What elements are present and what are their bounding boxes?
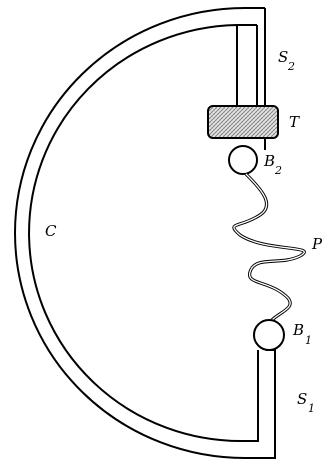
- svg-text:S: S: [297, 390, 307, 408]
- svg-text:P: P: [311, 235, 323, 253]
- label-b2: B 2: [263, 152, 282, 177]
- ball-b1: [253, 319, 285, 351]
- svg-text:1: 1: [305, 334, 312, 347]
- label-t: T: [289, 113, 300, 131]
- tube-inner-wall: [27, 24, 259, 443]
- label-b1: B 1: [292, 321, 312, 347]
- label-c: C: [45, 222, 57, 240]
- svg-text:B: B: [292, 321, 304, 339]
- filament-p: [232, 172, 306, 322]
- label-p: P: [311, 235, 323, 253]
- svg-text:T: T: [289, 113, 300, 131]
- label-s2: S 2: [278, 48, 295, 73]
- stopper-t: [207, 105, 279, 139]
- label-s1: S 1: [297, 390, 315, 415]
- svg-text:S: S: [278, 48, 288, 66]
- svg-text:B: B: [263, 152, 275, 170]
- svg-text:C: C: [45, 222, 57, 240]
- ball-b2: [228, 145, 258, 175]
- svg-text:2: 2: [287, 60, 295, 73]
- svg-text:2: 2: [274, 164, 282, 177]
- svg-text:1: 1: [308, 402, 315, 415]
